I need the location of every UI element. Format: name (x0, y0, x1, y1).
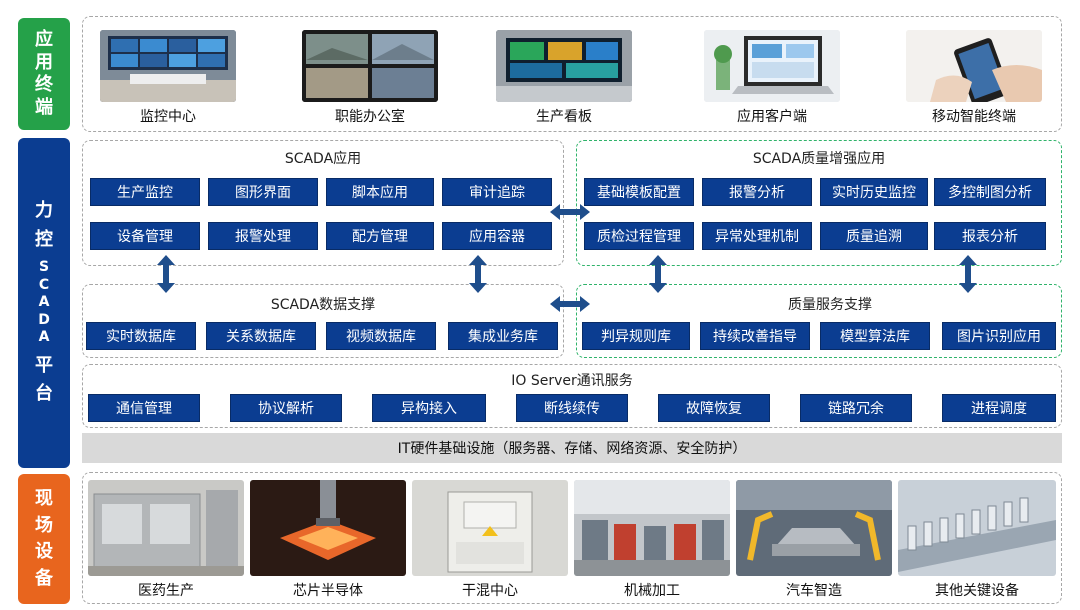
terminal-caption: 监控中心 (140, 109, 196, 125)
side-char: 备 (35, 567, 53, 589)
double-arrow-vertical-icon (959, 255, 977, 293)
data-support-title: SCADA数据支撑 (270, 297, 376, 313)
side-char: 现 (35, 488, 53, 509)
side-char: A (38, 294, 50, 311)
quality-app-button[interactable]: 报警分析 (702, 178, 812, 206)
double-arrow-vertical-icon (649, 255, 667, 293)
field-device-panel (82, 472, 1062, 604)
double-arrow-vertical-icon (469, 255, 487, 293)
quality-service-button[interactable]: 模型算法库 (820, 322, 930, 350)
terminal-panel (82, 16, 1062, 132)
io-server-button[interactable]: 协议解析 (230, 394, 342, 422)
office-monitor-image (302, 30, 438, 102)
machining-workshop-image (574, 480, 730, 576)
pharma-machine-image (88, 480, 244, 576)
quality-app-button[interactable]: 质量追溯 (820, 222, 928, 250)
data-support-button[interactable]: 视频数据库 (326, 322, 436, 350)
quality-service-button[interactable]: 判异规则库 (582, 322, 690, 350)
scada-app-panel (82, 140, 564, 266)
side-char: 力 (35, 200, 53, 222)
it-infrastructure-bar: IT硬件基础设施（服务器、存储、网络资源、安全防护） (82, 433, 1062, 463)
scada-app-title: SCADA应用 (284, 151, 362, 167)
side-char: S (38, 259, 50, 276)
data-support-button[interactable]: 关系数据库 (206, 322, 316, 350)
field-device-caption: 汽车智造 (786, 583, 842, 599)
quality-app-button[interactable]: 质检过程管理 (584, 222, 694, 250)
scada-app-button[interactable]: 图形界面 (208, 178, 318, 206)
field-device-caption: 干混中心 (462, 583, 518, 599)
field-device-caption: 芯片半导体 (293, 583, 363, 599)
data-support-button[interactable]: 实时数据库 (86, 322, 196, 350)
terminal-caption: 职能办公室 (335, 109, 405, 125)
io-server-title: IO Server通讯服务 (511, 373, 633, 389)
scada-app-button[interactable]: 报警处理 (208, 222, 318, 250)
quality-service-title: 质量服务支撑 (788, 297, 872, 313)
field-device-caption: 医药生产 (138, 583, 194, 599)
side-char: 用 (35, 51, 53, 73)
quality-app-button[interactable]: 异常处理机制 (702, 222, 812, 250)
mixing-machine-image (412, 480, 568, 576)
side-char: C (38, 276, 50, 293)
double-arrow-horizontal-icon (550, 296, 590, 312)
io-server-button[interactable]: 进程调度 (942, 394, 1056, 422)
side-char: 应 (35, 29, 53, 50)
field-device-caption: 机械加工 (624, 583, 680, 599)
scada-app-button[interactable]: 应用容器 (442, 222, 552, 250)
quality-app-button[interactable]: 多控制图分析 (934, 178, 1046, 206)
side-char: 台 (35, 383, 53, 405)
quality-app-button[interactable]: 报表分析 (934, 222, 1046, 250)
scada-app-button[interactable]: 脚本应用 (326, 178, 434, 206)
dashboard-wall-image (496, 30, 632, 102)
side-char: 设 (35, 541, 53, 562)
io-server-button[interactable]: 故障恢复 (658, 394, 770, 422)
mobile-device-image (906, 30, 1042, 102)
terminal-caption: 移动智能终端 (932, 109, 1016, 125)
side-label-terminal: 应 用 终 端 (18, 18, 70, 130)
io-server-button[interactable]: 断线续传 (516, 394, 628, 422)
quality-app-button[interactable]: 基础模板配置 (584, 178, 694, 206)
quality-app-title: SCADA质量增强应用 (752, 151, 886, 167)
io-server-panel (82, 364, 1062, 428)
double-arrow-horizontal-icon (550, 204, 590, 220)
terminal-caption: 应用客户端 (737, 109, 807, 125)
chip-image (250, 480, 406, 576)
side-char: D (38, 311, 50, 328)
scada-app-button[interactable]: 设备管理 (90, 222, 200, 250)
data-support-panel (82, 284, 564, 358)
io-server-button[interactable]: 通信管理 (88, 394, 200, 422)
scada-app-button[interactable]: 配方管理 (326, 222, 434, 250)
quality-service-button[interactable]: 图片识别应用 (942, 322, 1056, 350)
side-char: A (38, 329, 50, 346)
car-robot-image (736, 480, 892, 576)
terminal-caption: 生产看板 (536, 109, 592, 125)
side-char: 场 (35, 514, 53, 536)
quality-service-button[interactable]: 持续改善指导 (700, 322, 810, 350)
quality-service-panel (576, 284, 1062, 358)
side-char: 平 (35, 354, 53, 376)
quality-app-panel (576, 140, 1062, 266)
double-arrow-vertical-icon (157, 255, 175, 293)
quality-app-button[interactable]: 实时历史监控 (820, 178, 928, 206)
laptop-client-image (704, 30, 840, 102)
side-char: 端 (35, 96, 53, 118)
data-support-button[interactable]: 集成业务库 (448, 322, 558, 350)
side-char: 控 (35, 228, 53, 250)
control-room-image (100, 30, 236, 102)
io-server-button[interactable]: 异构接入 (372, 394, 486, 422)
side-label-field: 现 场 设 备 (18, 474, 70, 604)
field-device-caption: 其他关键设备 (935, 583, 1019, 599)
side-char: 终 (35, 74, 53, 95)
io-server-button[interactable]: 链路冗余 (800, 394, 912, 422)
scada-app-button[interactable]: 审计追踪 (442, 178, 552, 206)
scada-app-button[interactable]: 生产监控 (90, 178, 200, 206)
equipment-line-image (898, 480, 1056, 576)
side-label-platform: 力 控 S C A D A 平 台 (18, 138, 70, 468)
